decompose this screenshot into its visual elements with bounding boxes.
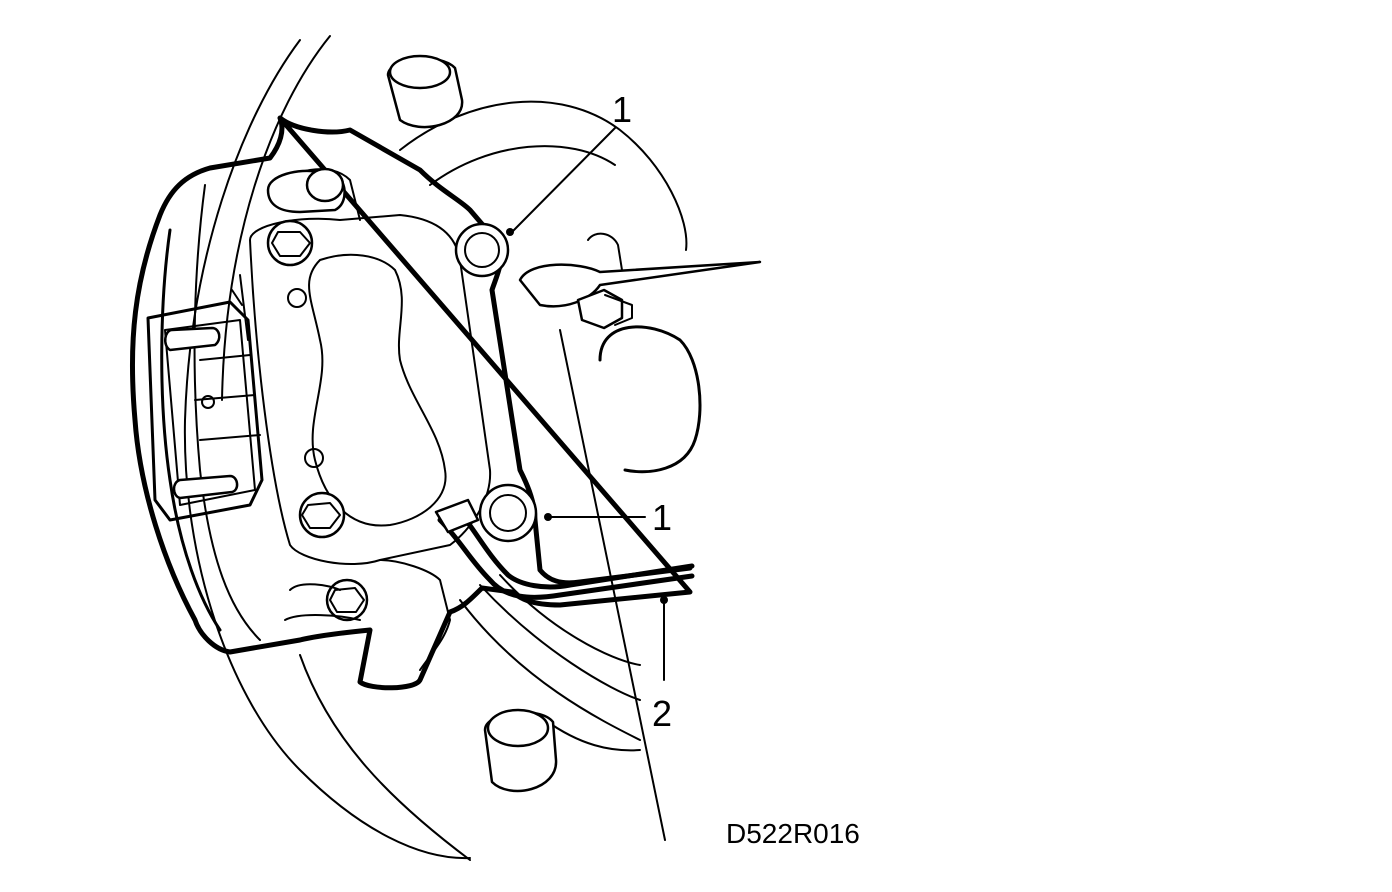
hub-flange	[183, 35, 471, 861]
caliper-bolt-top-left	[266, 219, 314, 267]
caliper-body	[129, 115, 693, 691]
hub-center	[598, 325, 702, 474]
leader-lines	[506, 127, 668, 681]
mounting-bolt-upper	[454, 222, 510, 278]
leader-dot-1-lower	[544, 513, 552, 521]
brake-pipe	[434, 498, 695, 600]
caliper-guide-pin-top	[266, 167, 346, 214]
callout-label-1-lower: 1	[652, 497, 673, 538]
leader-dot-1-upper	[506, 228, 514, 236]
wheel-stud-bottom	[483, 708, 558, 793]
brake-pad-retainer	[146, 274, 264, 522]
wheel-stud-top	[386, 54, 464, 129]
hose-bracket	[518, 232, 762, 330]
callout-label-1-upper: 1	[612, 89, 633, 130]
leader-line-1-upper	[511, 127, 616, 233]
callout-label-2: 2	[652, 693, 673, 734]
mounting-bolt-lower	[478, 483, 538, 543]
caliper-bolt-bottom	[325, 578, 369, 622]
caliper-bolt-lower-left	[298, 491, 346, 539]
figure-code: D522R016	[726, 818, 860, 849]
leader-dot-2	[660, 596, 668, 604]
lower-bracket-tab	[284, 559, 451, 671]
